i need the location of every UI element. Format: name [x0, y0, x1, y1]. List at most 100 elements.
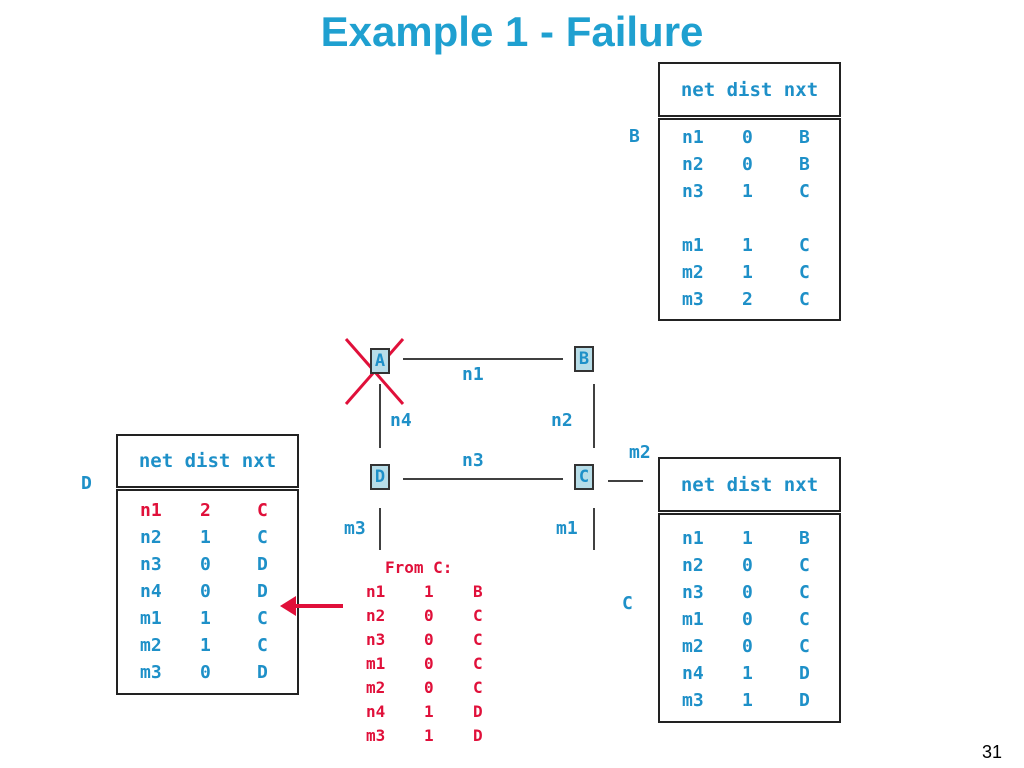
link-m1-label: m1 [556, 518, 578, 539]
table-d-header-box: net dist nxt [116, 434, 299, 488]
router-d-label: D [81, 473, 92, 494]
dist-cell: 0 [742, 582, 753, 603]
dist-cell: 1 [742, 181, 753, 202]
net-cell: m3 [140, 662, 162, 683]
table-row: m1 0 C [682, 606, 839, 633]
nxt-cell: B [799, 528, 810, 549]
nxt-cell: C [799, 289, 810, 310]
dist-cell: 1 [424, 582, 434, 601]
dist-cell: 0 [742, 636, 753, 657]
nxt-cell: C [799, 609, 810, 630]
dist-cell: 1 [200, 608, 211, 629]
dist-cell: 1 [424, 702, 434, 721]
net-cell: m2 [140, 635, 162, 656]
node-b: B [574, 346, 594, 372]
from-c-row: n2 0 C [366, 604, 503, 628]
dist-cell: 0 [742, 127, 753, 148]
net-cell: n4 [366, 702, 386, 721]
net-cell: n2 [366, 606, 386, 625]
net-cell: m3 [682, 289, 704, 310]
dist-cell: 1 [742, 262, 753, 283]
update-arrow-icon [280, 596, 343, 616]
table-row: n3 1 C [682, 178, 839, 205]
nxt-cell: B [473, 582, 483, 601]
table-b-header: net dist nxt [680, 78, 819, 101]
nxt-cell: D [257, 662, 268, 683]
nxt-cell: D [473, 726, 483, 745]
dist-cell: 2 [742, 289, 753, 310]
dist-cell: 0 [742, 154, 753, 175]
node-d: D [370, 464, 390, 490]
dist-cell: 0 [424, 606, 434, 625]
nxt-cell: C [799, 636, 810, 657]
nxt-cell: C [257, 635, 268, 656]
router-c-label: C [622, 593, 633, 614]
node-c: C [574, 464, 594, 490]
net-cell: n4 [682, 663, 704, 684]
nxt-cell: B [799, 154, 810, 175]
table-row: n2 0 C [682, 552, 839, 579]
net-cell: n1 [140, 500, 162, 521]
dist-cell: 1 [200, 635, 211, 656]
nxt-cell: C [799, 555, 810, 576]
net-cell: m1 [366, 654, 386, 673]
dist-cell: 1 [424, 726, 434, 745]
dist-cell: 0 [424, 678, 434, 697]
dist-cell: 0 [200, 662, 211, 683]
table-row: m2 0 C [682, 633, 839, 660]
net-cell: m1 [140, 608, 162, 629]
net-cell: n2 [682, 154, 704, 175]
net-cell: m2 [682, 262, 704, 283]
nxt-cell: D [799, 663, 810, 684]
from-c-row: n3 0 C [366, 628, 503, 652]
net-cell: m2 [682, 636, 704, 657]
net-cell: n1 [682, 127, 704, 148]
link-n2-label: n2 [551, 410, 573, 431]
table-row: m3 0 D [140, 659, 297, 686]
from-c-label: From C: [385, 558, 453, 577]
link-m2-label: m2 [629, 442, 651, 463]
net-cell: n3 [682, 582, 704, 603]
nxt-cell: C [473, 606, 483, 625]
nxt-cell: C [799, 235, 810, 256]
dist-cell: 1 [742, 528, 753, 549]
link-n1-label: n1 [462, 364, 484, 385]
table-b-header-box: net dist nxt [658, 62, 841, 117]
net-cell: m1 [682, 235, 704, 256]
table-c-header-box: net dist nxt [658, 457, 841, 512]
net-cell: n3 [682, 181, 704, 202]
nxt-cell: D [799, 690, 810, 711]
node-a: A [370, 348, 390, 374]
router-b-label: B [629, 126, 640, 147]
table-row: m3 2 C [682, 286, 839, 313]
net-cell: n2 [682, 555, 704, 576]
nxt-cell: C [799, 181, 810, 202]
dist-cell: 0 [424, 654, 434, 673]
dist-cell: 0 [424, 630, 434, 649]
nxt-cell: C [799, 262, 810, 283]
nxt-cell: C [257, 608, 268, 629]
page-title: Example 1 - Failure [320, 8, 704, 55]
dist-cell: 1 [742, 690, 753, 711]
net-cell: m1 [682, 609, 704, 630]
net-cell: n3 [366, 630, 386, 649]
dist-cell: 0 [200, 554, 211, 575]
dist-cell: 1 [742, 235, 753, 256]
table-row: m1 1 C [682, 232, 839, 259]
dist-cell: 0 [742, 555, 753, 576]
dist-cell: 2 [200, 500, 211, 521]
nxt-cell: C [257, 527, 268, 548]
link-n3-label: n3 [462, 450, 484, 471]
nxt-cell: C [473, 630, 483, 649]
dist-cell: 0 [200, 581, 211, 602]
dist-cell: 0 [742, 609, 753, 630]
